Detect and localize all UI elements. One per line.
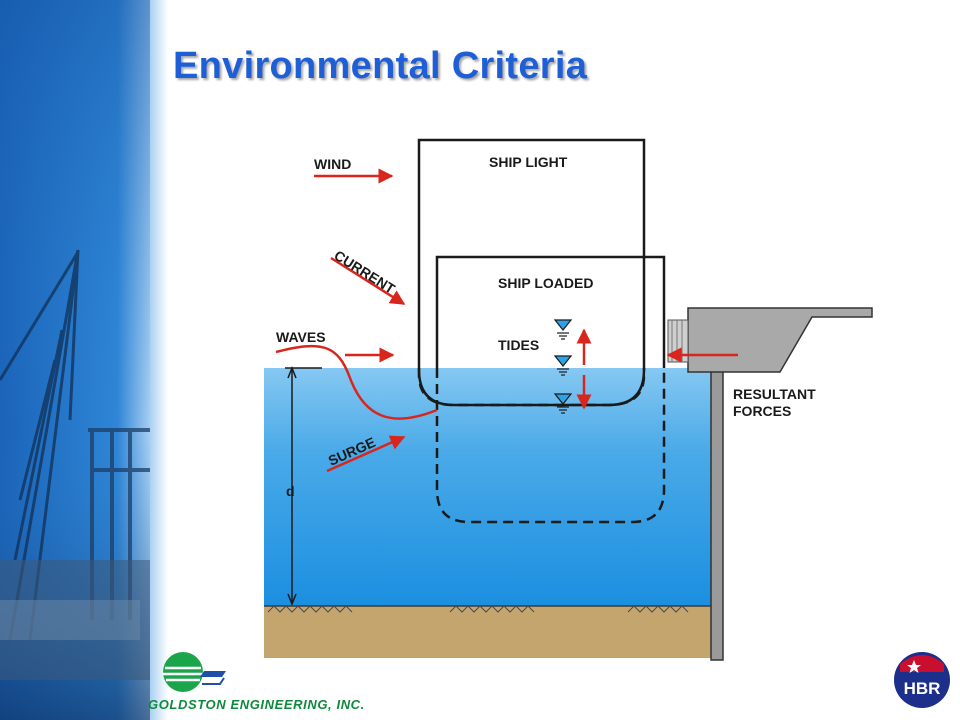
- resultant-forces-label-line2: FORCES: [733, 403, 791, 419]
- goldston-logo: [163, 652, 226, 692]
- surge-arrow: [326, 435, 406, 473]
- resultant-forces-label-line1: RESULTANT: [733, 386, 816, 402]
- wave-path: [275, 344, 438, 420]
- tide-level-markers: [553, 319, 573, 414]
- current-label: CURRENT: [331, 247, 398, 297]
- current-arrow: [330, 256, 406, 306]
- seabed-hatching: [267, 605, 689, 613]
- ship-loaded-outline: [435, 255, 666, 368]
- waves-label: WAVES: [276, 329, 326, 345]
- seabed: [264, 606, 712, 658]
- depth-dimension: [285, 365, 322, 607]
- slide-title: Environmental Criteria: [173, 45, 588, 87]
- ship-light-label: SHIP LIGHT: [489, 154, 568, 170]
- hbr-badge: HBR: [894, 652, 950, 708]
- ship-loaded-label: SHIP LOADED: [498, 275, 593, 291]
- company-name: GOLDSTON ENGINEERING, INC.: [148, 697, 365, 712]
- hbr-badge-text: HBR: [904, 679, 941, 698]
- ship-light-outline: [417, 138, 646, 407]
- water-body: [264, 368, 712, 606]
- depth-label: d: [286, 483, 295, 499]
- force-arrows: [314, 168, 738, 473]
- wind-label: WIND: [314, 156, 351, 172]
- tides-label: TIDES: [498, 337, 539, 353]
